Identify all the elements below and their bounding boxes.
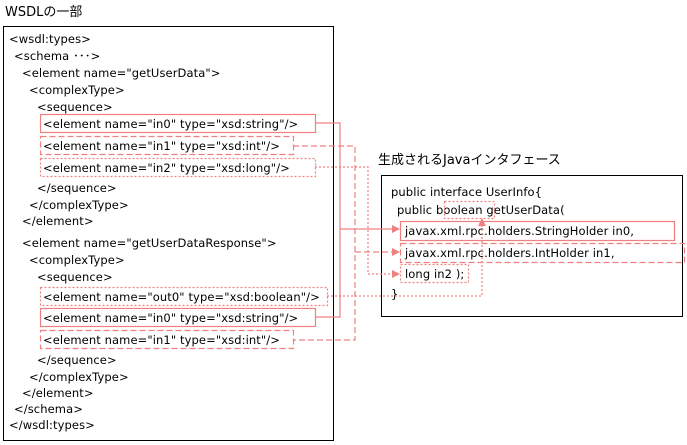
wsdl-line: <element name="in1" type="xsd:int"/>	[43, 333, 280, 347]
wsdl-line: </schema>	[14, 402, 83, 416]
wsdl-panel	[3, 26, 334, 441]
wsdl-line: </complexType>	[29, 370, 129, 384]
wsdl-line: <complexType>	[29, 253, 125, 267]
wsdl-box-in2	[39, 157, 317, 178]
connector-in2	[315, 166, 400, 278]
wsdl-box-in1-response	[39, 329, 295, 350]
java-box-long	[399, 263, 470, 284]
wsdl-line: <element name="out0" type="xsd:boolean"/…	[43, 290, 320, 304]
java-boolean: boolean	[435, 203, 483, 217]
wsdl-line: <wsdl:types>	[9, 32, 91, 46]
wsdl-line: <element name="in2" type="xsd:long"/>	[43, 161, 290, 175]
java-title: 生成されるJavaインタフェース	[378, 153, 561, 168]
java-line: javax.xml.rpc.holders.StringHolder in0,	[405, 224, 635, 238]
wsdl-line: <schema ･･･>	[14, 49, 101, 63]
wsdl-line: <element name="in1" type="xsd:int"/>	[43, 139, 280, 153]
wsdl-box-in1-request	[39, 135, 295, 156]
wsdl-line: <element name="getUserDataResponse">	[22, 236, 277, 250]
java-line: }	[391, 287, 399, 301]
java-public: public	[397, 203, 436, 217]
java-method-name: getUserData(	[482, 203, 565, 217]
wsdl-line: <element name="getUserData">	[22, 66, 221, 80]
java-box-intholder	[399, 242, 686, 264]
wsdl-line: </element>	[22, 214, 94, 228]
java-box-boolean	[443, 200, 496, 220]
connector-in1	[293, 145, 356, 341]
wsdl-box-out0	[39, 286, 329, 307]
connector-in0	[315, 122, 341, 318]
java-line: public interface UserInfo{	[391, 185, 543, 199]
wsdl-box-in0-request	[39, 113, 317, 134]
wsdl-line: <element name="in0" type="xsd:string"/>	[43, 311, 299, 325]
wsdl-line: <sequence>	[37, 270, 113, 284]
wsdl-line: <element name="in0" type="xsd:string"/>	[43, 117, 299, 131]
connector-out0	[327, 218, 486, 297]
java-line: long in2 );	[405, 267, 465, 281]
wsdl-line: </element>	[22, 386, 94, 400]
wsdl-line: <complexType>	[29, 83, 125, 97]
wsdl-line: </complexType>	[29, 198, 129, 212]
wsdl-line: </sequence>	[37, 181, 117, 195]
java-box-stringholder	[399, 220, 676, 242]
wsdl-line: </sequence>	[37, 353, 117, 367]
wsdl-line: <sequence>	[37, 100, 113, 114]
wsdl-box-in0-response	[39, 307, 317, 328]
java-panel	[381, 175, 683, 317]
java-line: javax.xml.rpc.holders.IntHolder in1,	[405, 246, 615, 260]
wsdl-line: </wsdl:types>	[9, 418, 95, 432]
java-line-method: public boolean getUserData(	[397, 203, 565, 217]
wsdl-title: WSDLの一部	[5, 5, 83, 20]
